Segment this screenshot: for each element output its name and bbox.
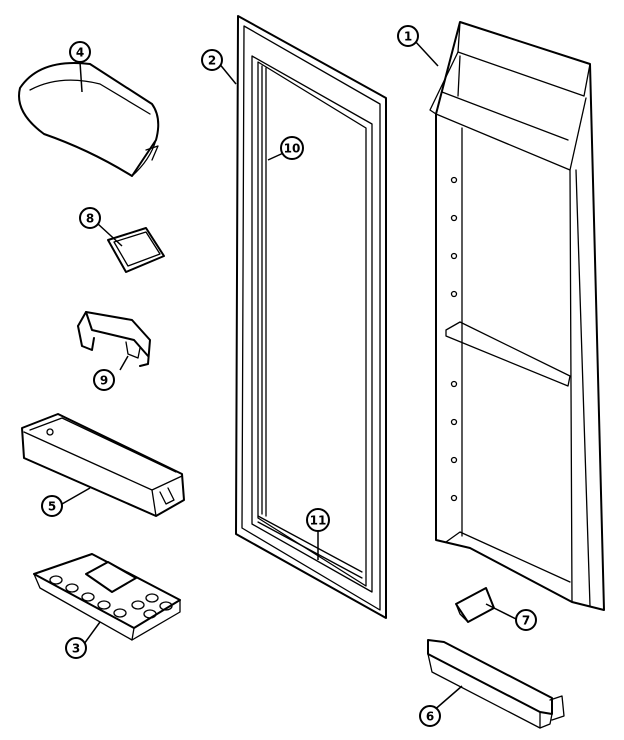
- part-1-door-liner: [429, 21, 605, 611]
- callout-1: 1: [397, 25, 419, 47]
- callout-7: 7: [515, 609, 537, 631]
- callout-11: 11: [306, 508, 330, 532]
- callout-4-label: 4: [76, 46, 84, 60]
- callout-6-label: 6: [426, 710, 434, 724]
- callout-5: 5: [41, 495, 63, 517]
- callout-6: 6: [419, 705, 441, 727]
- part-3-egg-tray: [33, 553, 181, 641]
- leader-lines: [61, 39, 519, 713]
- callout-1-label: 1: [404, 30, 412, 44]
- callout-5-label: 5: [48, 500, 56, 514]
- part-6-bottom-bin: [427, 639, 565, 729]
- callout-3-label: 3: [72, 642, 80, 656]
- part-9-bracket: [77, 311, 151, 367]
- part-11-bottom-strip: [257, 515, 363, 579]
- callout-10: 10: [280, 136, 304, 160]
- callout-8-label: 8: [86, 212, 94, 226]
- callout-10-label: 10: [284, 142, 301, 156]
- callout-11-label: 11: [310, 514, 327, 528]
- part-8-small-tray: [107, 227, 165, 273]
- part-10-vertical-strip: [261, 65, 267, 517]
- callout-9: 9: [93, 369, 115, 391]
- part-5-shelf-bin: [21, 413, 185, 517]
- callout-3: 3: [65, 637, 87, 659]
- callout-2-label: 2: [208, 54, 216, 68]
- callout-8: 8: [79, 207, 101, 229]
- callout-7-label: 7: [522, 614, 530, 628]
- part-2-door-gasket: [235, 15, 387, 619]
- callout-9-label: 9: [100, 374, 108, 388]
- part-4-curved-cover: [18, 62, 160, 177]
- callout-2: 2: [201, 49, 223, 71]
- callout-4: 4: [69, 41, 91, 63]
